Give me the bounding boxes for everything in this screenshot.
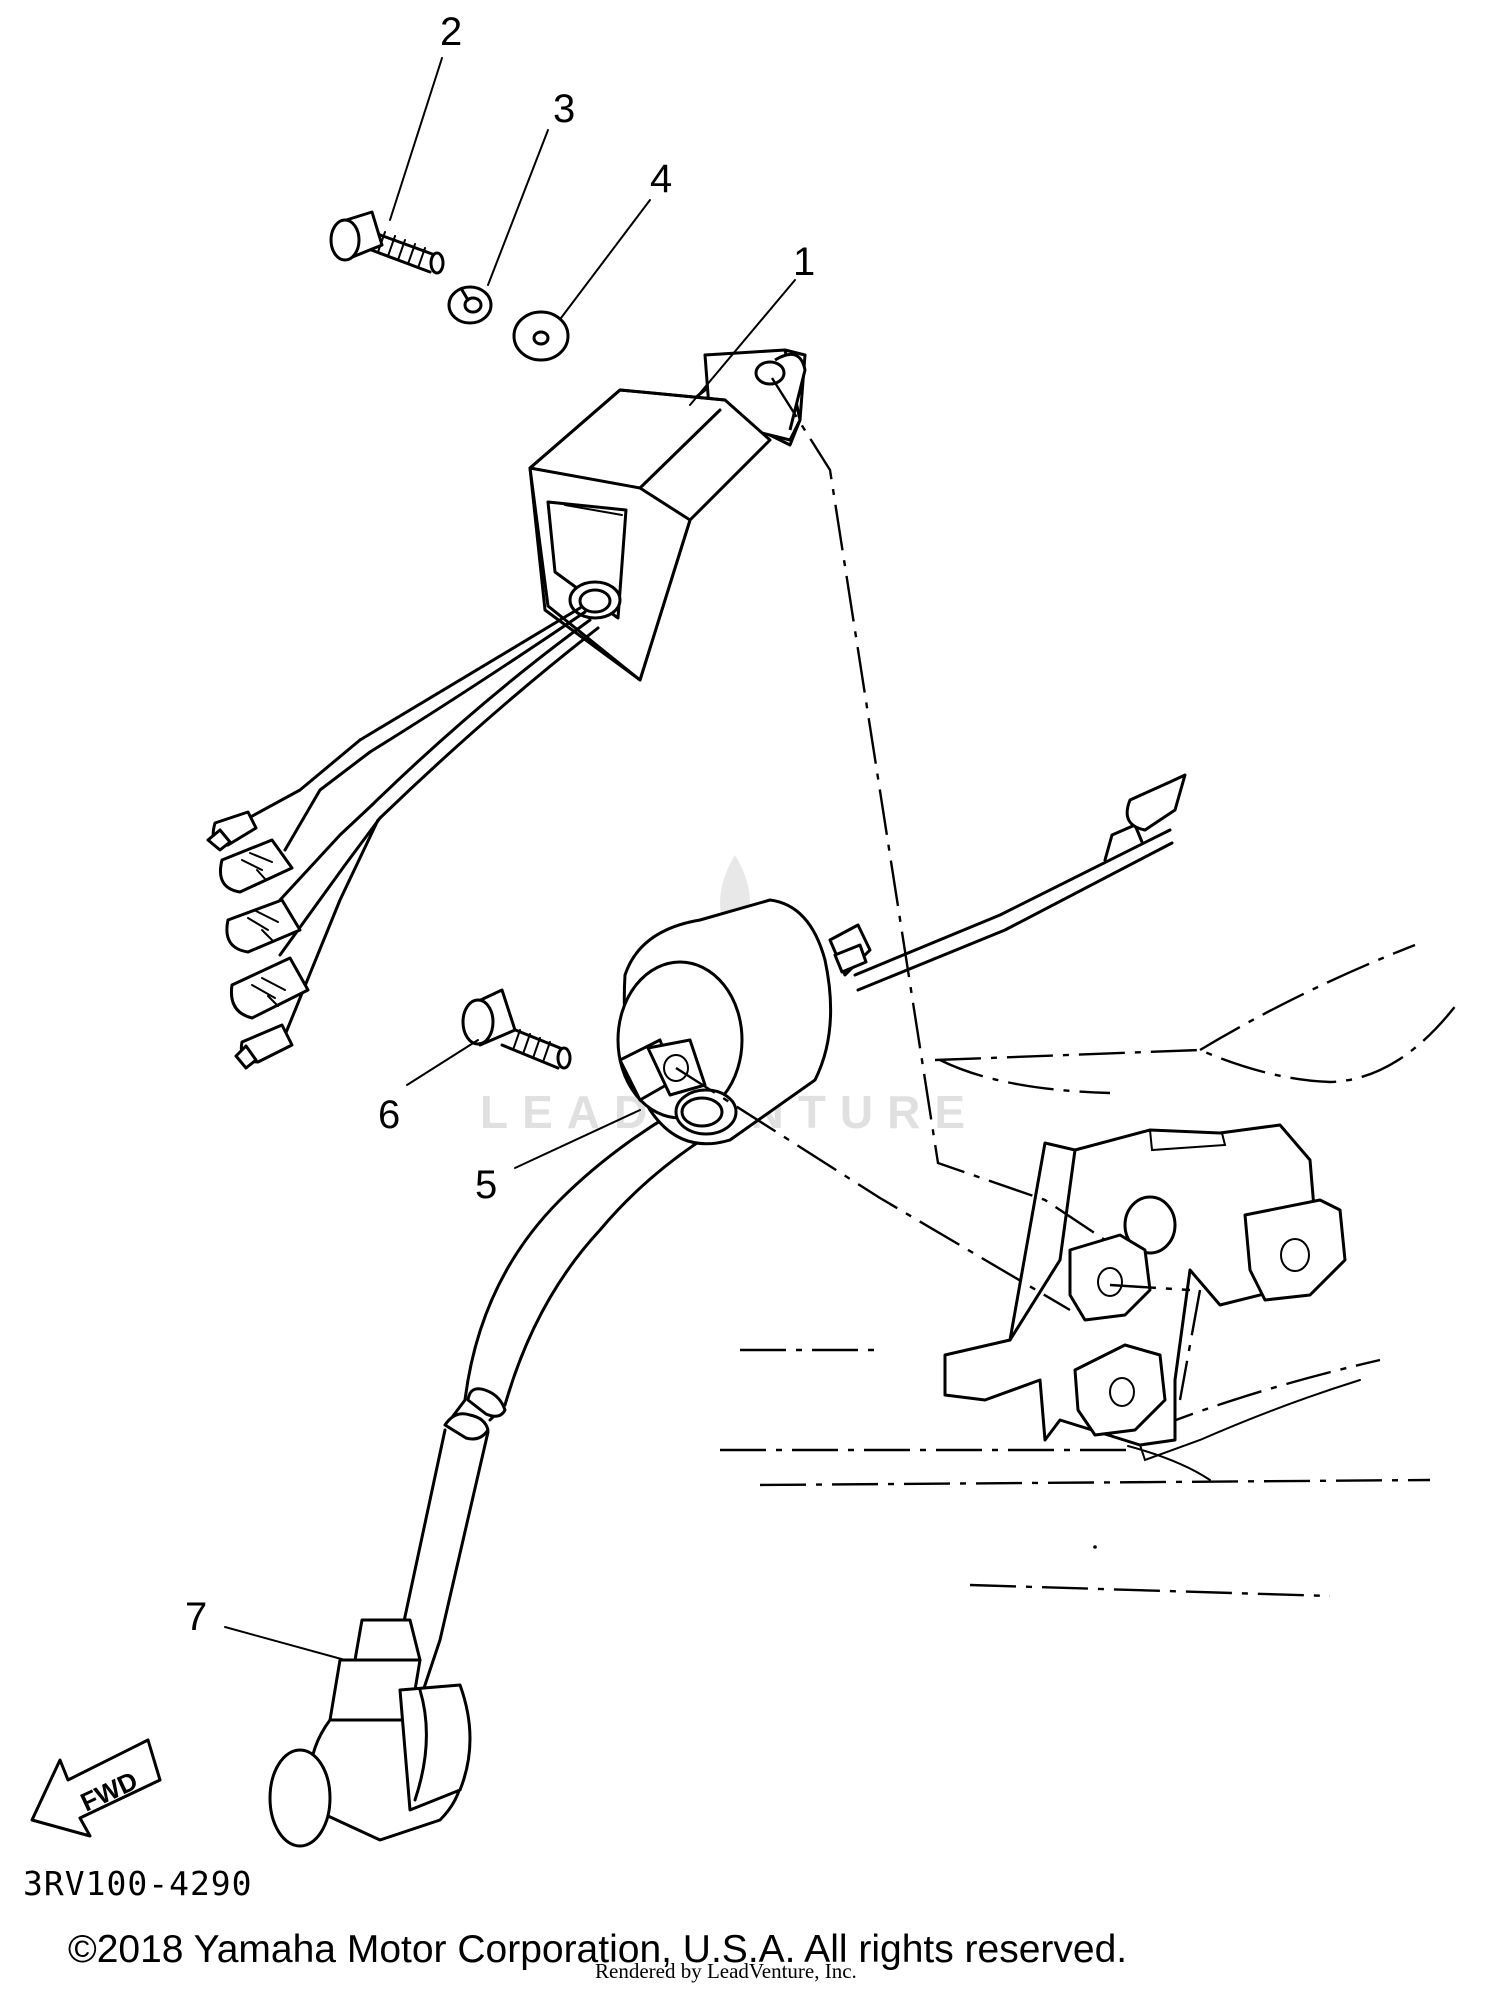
- svg-text:7: 7: [185, 1595, 207, 1639]
- connector-1: [206, 810, 258, 852]
- svg-text:5: 5: [475, 1163, 497, 1207]
- part-1-cdi-unit: [528, 348, 807, 682]
- callout-2: 2: [389, 10, 462, 221]
- callout-7: 7: [185, 1595, 346, 1661]
- cdi-lead-wires: [206, 606, 600, 1070]
- mounting-bracket: [943, 1123, 1347, 1447]
- callout-5: 5: [475, 1109, 641, 1207]
- connector-3: [225, 898, 302, 954]
- fwd-arrow: FWD: [30, 1738, 162, 1838]
- cable-break: [443, 1387, 507, 1441]
- connector-4: [229, 956, 310, 1020]
- svg-text:3: 3: [553, 87, 575, 131]
- callouts: 2 3 4 1 6 5 7: [185, 10, 815, 1661]
- part-6-bolt: [461, 988, 572, 1070]
- callout-1: 1: [689, 240, 815, 406]
- svg-text:4: 4: [650, 157, 672, 201]
- assembly-phantom-lines: [675, 377, 1191, 1312]
- part-2-bolt: [329, 210, 445, 275]
- callout-3: 3: [487, 87, 575, 286]
- part-3-lock-washer: [447, 285, 493, 325]
- part-7-spark-plug-cap: [268, 1428, 490, 1848]
- connector-2: [219, 838, 294, 894]
- copyright-notice: ©2018 Yamaha Motor Corporation, U.S.A. A…: [68, 1928, 1127, 1971]
- svg-text:1: 1: [793, 240, 815, 284]
- part-5-ignition-coil: [448, 773, 1187, 1422]
- part-4-washer: [512, 310, 570, 362]
- rendered-by-notice: Rendered by LeadVenture, Inc.: [595, 1959, 857, 1983]
- callout-4: 4: [560, 157, 672, 319]
- callout-6: 6: [378, 1039, 479, 1137]
- connector-5: [234, 1023, 294, 1070]
- diagram-code: 3RV100-4290: [23, 1864, 253, 1903]
- svg-text:6: 6: [378, 1093, 400, 1137]
- svg-text:2: 2: [440, 10, 462, 54]
